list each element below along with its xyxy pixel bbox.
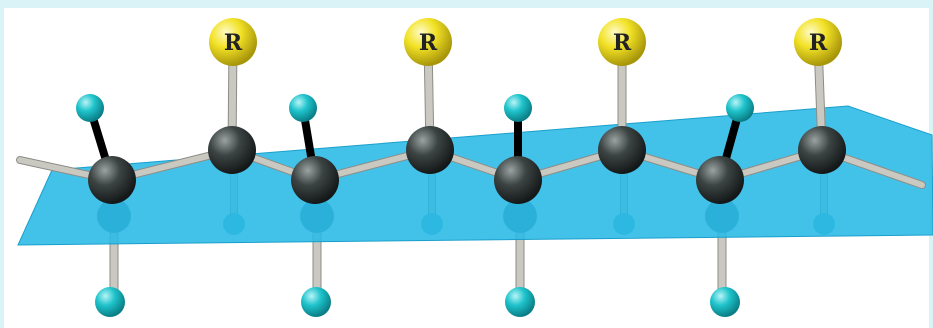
frame-left-border: [0, 0, 4, 328]
substituent-r-3: [598, 18, 646, 66]
substituent-r-1: [209, 18, 257, 66]
substituent-r-label-4: R: [809, 30, 828, 56]
hydrogen-up-4: [726, 94, 754, 122]
frame-top-border: [0, 0, 933, 8]
substituent-r-label-1: R: [224, 30, 243, 56]
hydrogen-up-1: [76, 94, 104, 122]
carbon-atom-3: [291, 156, 339, 204]
carbon-atom-2: [208, 126, 256, 174]
hydrogen-up-2: [289, 94, 317, 122]
carbon-atom-8: [798, 126, 846, 174]
carbon-atom-6: [598, 126, 646, 174]
plane: [18, 106, 933, 245]
carbon-atom-1: [88, 156, 136, 204]
hydrogen-down-1: [95, 287, 125, 317]
substituent-r-2: [404, 18, 452, 66]
hydrogen-down-4: [710, 287, 740, 317]
carbon-atom-5: [494, 156, 542, 204]
carbon-atom-7: [696, 156, 744, 204]
substituent-r-label-3: R: [613, 30, 632, 56]
hydrogen-down-2: [301, 287, 331, 317]
substituent-r-label-2: R: [419, 30, 438, 56]
hydrogen-up-3: [504, 94, 532, 122]
hydrogen-down-3: [505, 287, 535, 317]
carbon-atom-4: [406, 126, 454, 174]
substituent-r-4: [794, 18, 842, 66]
plane-layer: [17, 105, 933, 246]
